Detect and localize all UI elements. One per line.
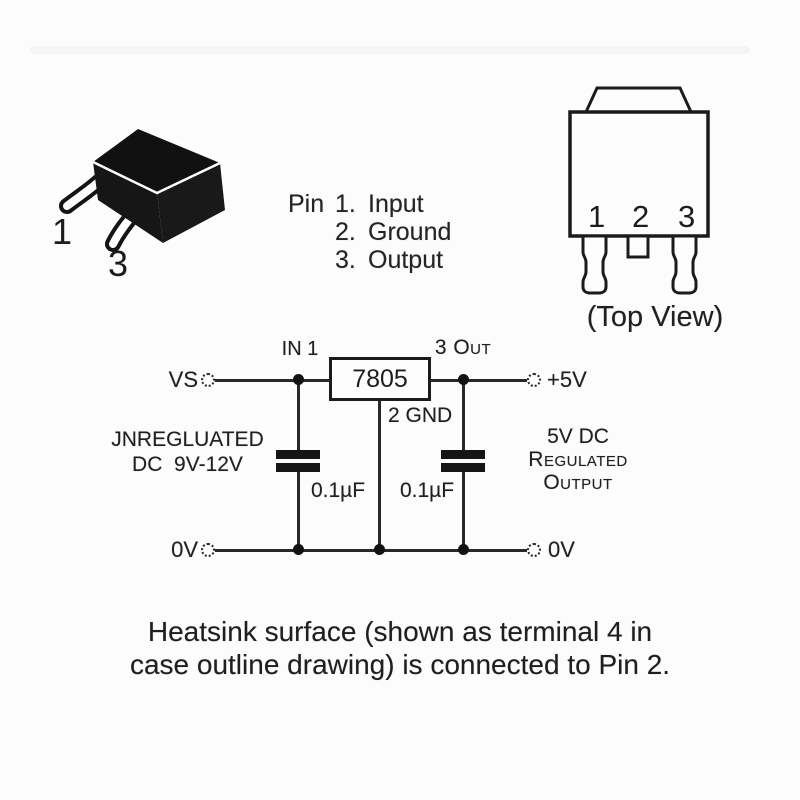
pin-function: Ground [368, 218, 452, 246]
top-view-pin3-label: 3 [678, 199, 695, 234]
package-right-face [157, 163, 225, 243]
top-view-body [568, 110, 710, 238]
top-view-pin2-label: 2 [632, 199, 649, 234]
top-view-pin2-stub [626, 234, 650, 259]
input-supply-note-line1: JNREGLUATED [111, 428, 264, 451]
terminal-vs [201, 373, 215, 387]
junction-dot [374, 544, 385, 555]
input-supply-note: JNREGLUATED DC 9V-12V [90, 427, 285, 477]
cap1-plate-top [276, 450, 320, 459]
regulator-box: 7805 [329, 357, 431, 401]
package-tab-line [169, 136, 224, 163]
pin-number: 2. [335, 218, 356, 246]
dpak-top-view-icon: 1 2 3 [568, 86, 710, 295]
wire-cap2-bottom [462, 472, 465, 550]
out-pin-label: 3 Out [434, 336, 492, 359]
junction-dot [458, 544, 469, 555]
heatsink-note-line2: case outline drawing) is connected to Pi… [129, 649, 671, 680]
pin-list-row: Pin 1. Input [288, 190, 451, 218]
wire-cap1-top [297, 380, 300, 452]
gnd-pin-label: 2 GND [388, 404, 453, 427]
cap2-plate-bottom [441, 463, 485, 472]
scan-artifact-band [30, 46, 750, 54]
cap1-value-label: 0.1µF [310, 479, 366, 502]
regulator-label: 7805 [352, 364, 408, 393]
junction-dot [458, 374, 469, 385]
wire-cap2-top [462, 380, 465, 452]
terminal-0v-left [201, 543, 215, 557]
input-supply-note-line2: DC 9V-12V [132, 453, 243, 476]
junction-dot [293, 544, 304, 555]
vs-label: VS [168, 367, 198, 392]
pin-function: Input [368, 190, 424, 218]
output-supply-note: 5V DC Regulated Output [493, 425, 663, 494]
wire-bottom-rail [214, 549, 527, 552]
heatsink-note: Heatsink surface (shown as terminal 4 in… [0, 615, 800, 681]
package-front-face [93, 162, 163, 243]
pin-list-row: 2. Ground [288, 218, 451, 246]
top-view-caption: (Top View) [586, 301, 724, 333]
cap2-value-label: 0.1µF [399, 479, 455, 502]
dpak-3d-icon: 1 3 [52, 129, 225, 283]
cap1-plate-bottom [276, 463, 320, 472]
plus5v-label: +5V [547, 367, 587, 392]
pin-list-prefix: Pin [288, 190, 325, 218]
pin3-number-label: 3 [108, 243, 128, 283]
output-supply-note-line3: Output [543, 471, 613, 494]
package-edge-line [92, 160, 221, 195]
output-supply-note-line2: Regulated [528, 448, 628, 471]
0v-right-label: 0V [548, 537, 575, 562]
pin-assignment-list: Pin 1. Input 2. Ground 3. Output [288, 190, 451, 274]
heatsink-note-line1: Heatsink surface (shown as terminal 4 in [147, 616, 653, 647]
pin-function: Output [368, 246, 444, 274]
top-view-lead-3 [671, 234, 698, 295]
in-pin-label: IN 1 [281, 338, 319, 360]
terminal-plus5v [527, 373, 541, 387]
pin-number: 3. [335, 246, 356, 274]
junction-dot [293, 374, 304, 385]
0v-left-label: 0V [171, 537, 198, 562]
top-view-pin1-label: 1 [588, 199, 605, 234]
pin-number: 1. [335, 190, 356, 218]
top-view-lead-1 [581, 234, 608, 295]
pin1-number-label: 1 [52, 211, 72, 252]
pin-list-row: 3. Output [288, 246, 451, 274]
output-supply-note-line1: 5V DC [547, 425, 609, 448]
wire-gnd [378, 398, 381, 550]
wire-cap1-bottom [297, 472, 300, 550]
terminal-0v-right [527, 543, 541, 557]
cap2-plate-top [441, 450, 485, 459]
top-view-tab [583, 86, 694, 114]
